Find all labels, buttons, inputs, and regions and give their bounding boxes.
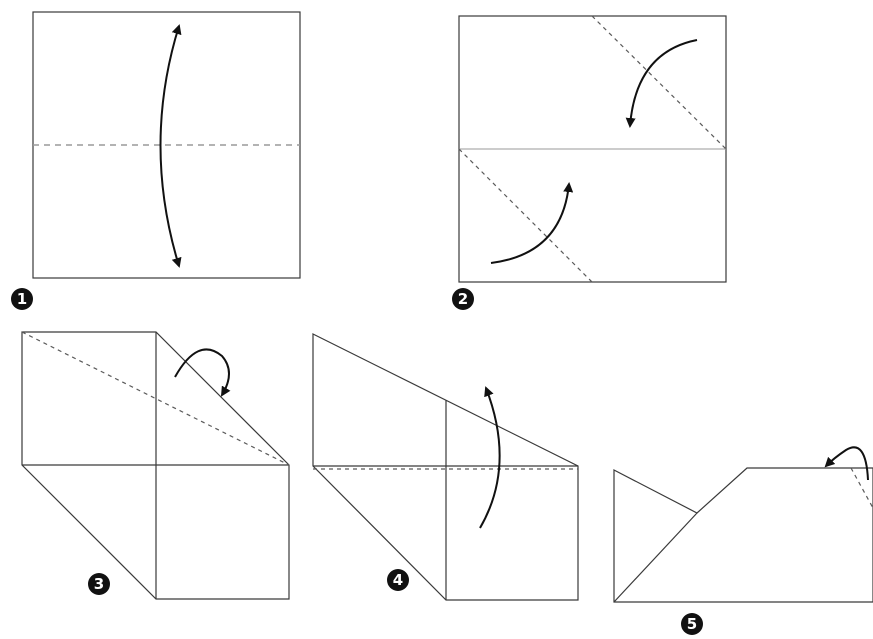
step-3-number-badge: 3: [88, 573, 110, 595]
step-5-number-badge: 5: [681, 613, 703, 635]
step-2-bottom-fold-arrow: [490, 182, 574, 264]
step-1-diagram: 1: [11, 11, 301, 310]
step-2-diagram: 2: [452, 15, 727, 310]
step-1-number-badge: 1: [11, 288, 33, 310]
step-3-number: 3: [94, 575, 104, 593]
step-2-top-fold-arrow: [625, 39, 698, 128]
step-5-paper-outline: [613, 467, 873, 603]
step-4-diagram: 4: [312, 333, 579, 601]
step-4-fold-arrow: [479, 386, 501, 529]
step-3-diagram: 3: [21, 331, 290, 600]
step-3-diagonal-fold: [21, 331, 290, 466]
step-4-number: 4: [393, 571, 403, 589]
step-2-number: 2: [458, 290, 468, 308]
step-4-number-badge: 4: [387, 569, 409, 591]
step-5-number: 5: [687, 615, 697, 633]
step-5-diagram: 5: [613, 446, 873, 635]
step-1-number: 1: [17, 290, 27, 308]
step-5-fold-arrow: [824, 446, 869, 481]
step-2-number-badge: 2: [452, 288, 474, 310]
step-1-fold-arrow: [159, 24, 182, 268]
step-3-fold-arrow: [174, 348, 231, 397]
step-5-slanted-edge: [613, 512, 698, 603]
